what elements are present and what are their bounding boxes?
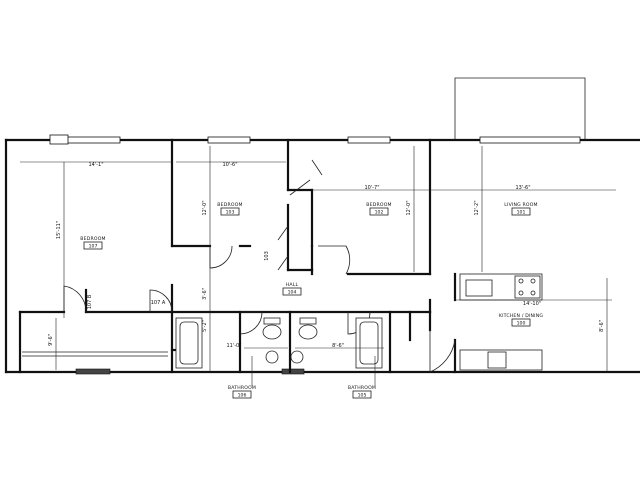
- dim-label: 10'-7": [364, 185, 379, 191]
- room-name: BEDROOM: [80, 236, 105, 242]
- closet-label: 107 A: [151, 300, 166, 306]
- room-number: 105: [358, 393, 367, 399]
- room-number: 106: [238, 393, 247, 399]
- dim-label: 15'-11": [56, 221, 62, 239]
- closet-label: 103: [264, 251, 270, 261]
- exterior-walls: [4, 138, 640, 374]
- closet-label: 107 B: [87, 294, 93, 309]
- dim-label: 14'-10": [523, 301, 541, 307]
- room-name: BEDROOM: [217, 202, 242, 208]
- interior-walls: [18, 138, 457, 374]
- doors: [63, 159, 456, 373]
- closet-labels: 107 B 107 A 103: [87, 251, 270, 309]
- room-labels: BEDROOM 107 BEDROOM 103 BEDROOM 102 LIVI…: [80, 202, 543, 399]
- dim-label: 10'-6": [222, 162, 237, 168]
- dim-label: 5'-2": [202, 320, 208, 332]
- dim-label: 14'-1": [88, 162, 103, 168]
- dim-label: 12'-0": [202, 200, 208, 215]
- dim-label: 11'-0": [226, 343, 241, 349]
- dim-label: 8'-6": [599, 320, 605, 332]
- dim-label: 13'-6": [515, 185, 530, 191]
- room-number: 103: [226, 210, 235, 216]
- room-name: KITCHEN / DINING: [499, 313, 543, 319]
- room-name: BEDROOM: [366, 202, 391, 208]
- room-name: BATHROOM: [228, 385, 256, 391]
- dim-label: 12'-0": [406, 200, 412, 215]
- room-number: 102: [375, 210, 384, 216]
- dim-label: 3'-6": [202, 288, 208, 300]
- dim-label: 9'-6": [48, 334, 54, 346]
- room-number: 104: [288, 290, 297, 296]
- room-name: BATHROOM: [348, 385, 376, 391]
- room-name: HALL: [286, 282, 299, 288]
- room-number: 100: [517, 321, 526, 327]
- room-number: 107: [89, 244, 98, 250]
- dimension-lines: [20, 146, 616, 372]
- room-name: LIVING ROOM: [504, 202, 537, 208]
- dimension-labels: 14'-1" 15'-11" 10'-6" 12'-0" 10'-7" 12'-…: [48, 162, 605, 349]
- dim-label: 12'-2": [474, 200, 480, 215]
- room-number: 101: [517, 210, 526, 216]
- patio-outline: [454, 77, 586, 140]
- fixtures: [22, 273, 543, 371]
- windows: [49, 134, 581, 375]
- dim-label: 8'-6": [332, 343, 344, 349]
